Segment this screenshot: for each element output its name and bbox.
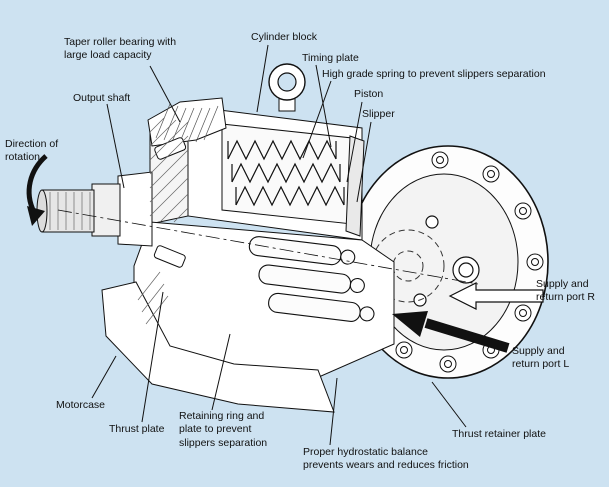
label-high-grade-spring: High grade spring to prevent slippers se…	[322, 68, 546, 80]
flange-hatch	[155, 103, 219, 143]
leader-lines	[91, 44, 467, 446]
eye-bolt	[268, 63, 306, 112]
bearing-flange	[147, 97, 227, 147]
label-slipper: Slipper	[362, 108, 395, 120]
label-taper-roller-bearing: Taper roller bearing with large load cap…	[64, 36, 177, 62]
label-output-shaft: Output shaft	[73, 92, 131, 104]
label-supply-return-port-r: Supply and return port R	[536, 278, 595, 304]
label-thrust-retainer-plate: Thrust retainer plate	[452, 428, 546, 440]
cut-face-hatch	[137, 117, 189, 325]
rotation-arrow-icon	[26, 154, 48, 226]
pistons	[248, 236, 375, 322]
taper-roller-bearing-part	[153, 137, 187, 268]
label-direction-of-rotation: Direction of rotation	[5, 138, 59, 164]
port-l-arrow	[392, 311, 510, 353]
label-retaining-ring: Retaining ring and plate to prevent slip…	[179, 410, 268, 449]
label-supply-return-port-l: Supply and return port L	[512, 345, 570, 371]
label-motorcase: Motorcase	[56, 399, 106, 411]
label-cylinder-block: Cylinder block	[251, 31, 317, 43]
cover-bolts	[395, 151, 544, 373]
label-timing-plate: Timing plate	[302, 52, 359, 64]
output-shaft-part	[36, 171, 153, 247]
port-r-arrow	[448, 282, 544, 310]
end-cover	[347, 145, 549, 379]
motorcase-base	[101, 281, 335, 413]
cylinder-block-part	[221, 123, 353, 225]
axis-centerline	[57, 209, 479, 285]
upper-housing	[187, 105, 365, 241]
springs	[227, 139, 345, 207]
label-thrust-plate: Thrust plate	[109, 423, 165, 435]
label-piston: Piston	[354, 88, 384, 100]
label-hydrostatic-balance: Proper hydrostatic balance prevents wear…	[303, 446, 469, 472]
